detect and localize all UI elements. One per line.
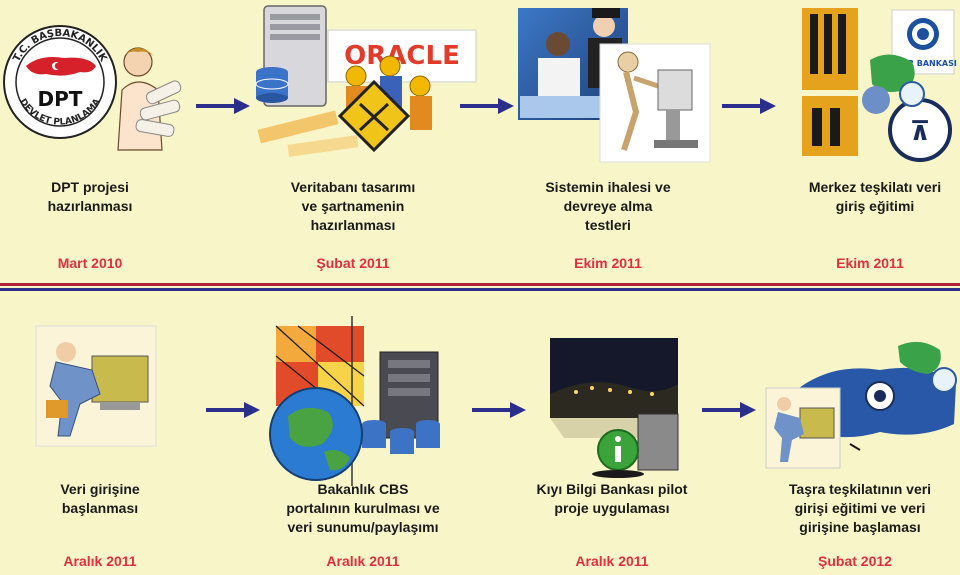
arrow-right-icon [206,402,260,418]
step-title: DPT projesi hazırlanması [47,179,133,214]
arrow-right-icon [702,402,756,418]
step-title: Veritabanı tasarımı ve şartnamenin hazır… [290,179,416,233]
section-divider [0,283,960,295]
institution-logos-illustration: İLLER BANKASI ⊼ [802,8,957,162]
divider-blue-line [0,288,960,291]
database-server-illustration: ORACLE [255,5,477,157]
step-database-design: ORACLE Veritaban [248,0,478,282]
step-title: Taşra teşkilatının veri girişi eğitimi v… [788,481,932,535]
step-date: Ekim 2011 [574,255,642,271]
step-dpt-project: T.C. BAŞBAKANLIK DEVLET PLANLAMA DPT DPT… [0,0,190,282]
step-date: Şubat 2012 [818,553,892,569]
step-date: Aralık 2011 [575,553,649,569]
step-system-tender: Sistemin ihalesi ve devreye alma testler… [508,0,718,282]
coastal-night-info-illustration [550,338,679,478]
arrow-right-icon [472,402,526,418]
step-date: Şubat 2011 [316,255,390,271]
step-date: Mart 2010 [57,255,123,271]
gis-globe-server-illustration [269,316,440,486]
step-date: Aralık 2011 [63,553,137,569]
iller-bankasi-badge: İLLER BANKASI [889,58,957,68]
step-date: Ekim 2011 [836,255,904,271]
dpt-logo-illustration: T.C. BAŞBAKANLIK DEVLET PLANLAMA DPT [3,25,182,151]
step-title: Sistemin ihalesi ve devreye alma testler… [545,179,671,233]
arrow-right-icon [460,98,514,114]
step-coastal-pilot: Kıyı Bilgi Bankası pilot proje uygulamas… [512,296,712,575]
svg-text:⊼: ⊼ [909,117,930,147]
step-title: Merkez teşkilatı veri giriş eğitimi [808,179,942,214]
step-title: Kıyı Bilgi Bankası pilot proje uygulamas… [536,481,688,516]
step-central-training: İLLER BANKASI ⊼ Merkez teşkilatı veri gi… [780,0,960,282]
step-data-entry-start: Veri girişine başlanması Aralık 2011 [0,296,200,575]
divider-red-line [0,283,960,286]
timeline-row-top: T.C. BAŞBAKANLIK DEVLET PLANLAMA DPT DPT… [0,0,960,282]
business-microscope-illustration [518,8,711,163]
step-date: Aralık 2011 [326,553,400,569]
timeline-row-bottom: Veri girişine başlanması Aralık 2011 [0,296,960,575]
step-title: Bakanlık CBS portalının kurulması ve ver… [286,481,440,535]
arrow-right-icon [196,98,250,114]
worker-computer-illustration [35,325,157,447]
step-provincial-training: Taşra teşkilatının veri girişi eğitimi v… [760,296,960,575]
seal-center-text: DPT [38,87,83,111]
step-title: Veri girişine başlanması [60,481,140,516]
oracle-brand-text: ORACLE [344,41,460,71]
turkey-map-training-illustration [765,341,957,469]
step-cbs-portal: Bakanlık CBS portalının kurulması ve ver… [258,296,468,575]
arrow-right-icon [722,98,776,114]
